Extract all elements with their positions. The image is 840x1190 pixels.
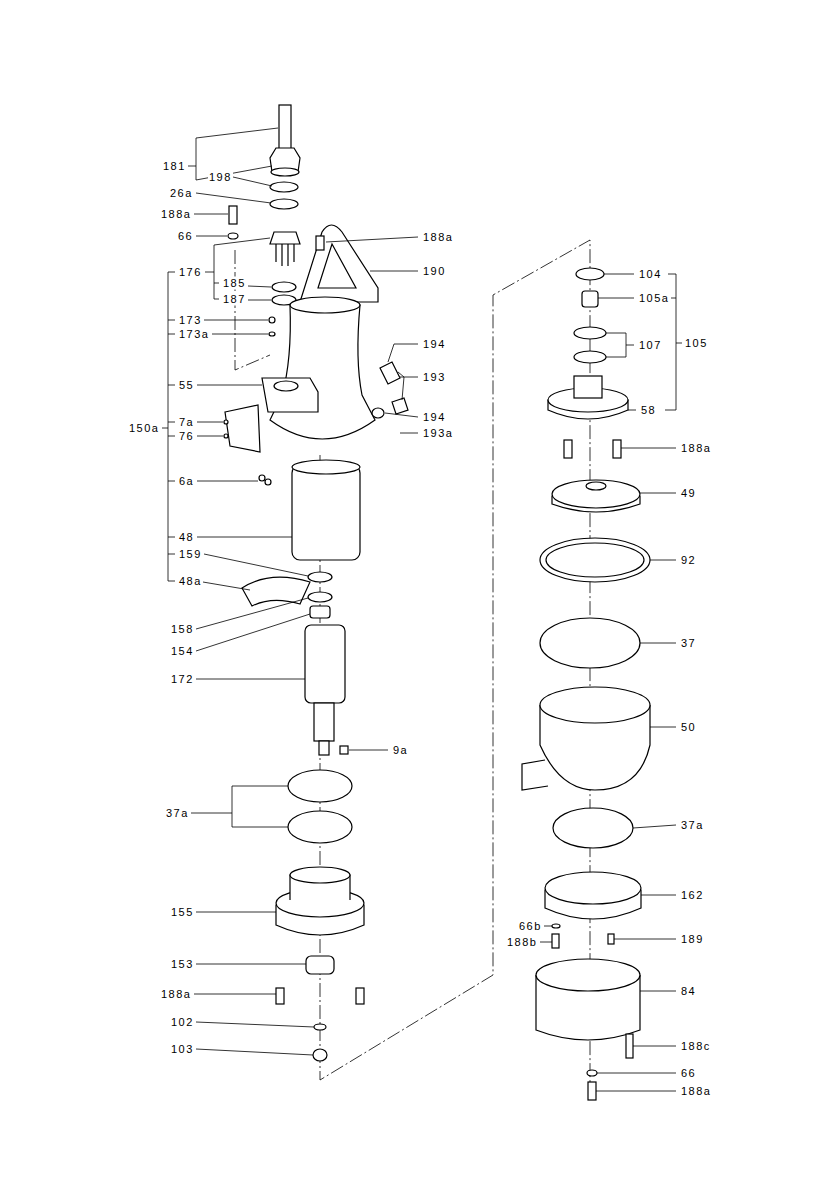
callout-number: 49 — [680, 487, 697, 500]
callout-number: 188b — [506, 936, 538, 949]
callout-number: 92 — [680, 554, 697, 567]
callout-number: 6a — [178, 475, 195, 488]
callout-number: 154 — [170, 645, 195, 658]
callout-number: 7a — [178, 416, 195, 429]
callout-number: 173a — [178, 328, 210, 341]
callout-number: 48a — [178, 575, 203, 588]
callout-number: 76 — [178, 430, 195, 443]
callout-number: 193a — [422, 427, 454, 440]
callout-number: 26a — [169, 187, 194, 200]
callout-number: 155 — [170, 906, 195, 919]
callout-number: 181 — [162, 160, 187, 173]
callout-number: 188a — [680, 1085, 712, 1098]
callout-number: 107 — [638, 339, 663, 352]
callout-number: 48 — [178, 531, 195, 544]
callout-number: 185 — [222, 277, 247, 290]
callout-number: 103 — [170, 1043, 195, 1056]
callout-number: 188a — [160, 988, 192, 1001]
callout-number: 188a — [160, 208, 192, 221]
callout-number: 37a — [680, 819, 705, 832]
callout-number: 189 — [680, 933, 705, 946]
callout-number: 153 — [170, 958, 195, 971]
callout-number: 66b — [518, 920, 543, 933]
callout-number: 104 — [638, 268, 663, 281]
callout-number: 190 — [422, 265, 447, 278]
callout-number: 162 — [680, 889, 705, 902]
callout-number: 188a — [422, 231, 454, 244]
callout-number: 159 — [178, 548, 203, 561]
callout-number: 105 — [684, 337, 709, 350]
callout-number: 50 — [680, 721, 697, 734]
callout-number: 176 — [178, 266, 203, 279]
callout-number: 58 — [640, 404, 657, 417]
callout-number: 172 — [170, 673, 195, 686]
callout-number: 150a — [128, 422, 160, 435]
callout-number: 84 — [680, 985, 697, 998]
callout-number: 9a — [392, 744, 409, 757]
callout-number: 158 — [170, 623, 195, 636]
callout-number: 102 — [170, 1016, 195, 1029]
callout-number: 37a — [165, 807, 190, 820]
callout-number: 198 — [208, 171, 233, 184]
callout-number: 66 — [177, 230, 194, 243]
callout-number: 37 — [680, 637, 697, 650]
callout-number: 173 — [178, 314, 203, 327]
callout-number: 187 — [222, 293, 247, 306]
callout-number: 188c — [680, 1040, 712, 1053]
callout-number: 193 — [422, 371, 447, 384]
callout-number: 105a — [638, 292, 670, 305]
callout-number: 188a — [680, 442, 712, 455]
callout-number: 194 — [422, 411, 447, 424]
callout-number: 66 — [680, 1067, 697, 1080]
callout-number: 194 — [422, 338, 447, 351]
callout-number: 55 — [178, 379, 195, 392]
